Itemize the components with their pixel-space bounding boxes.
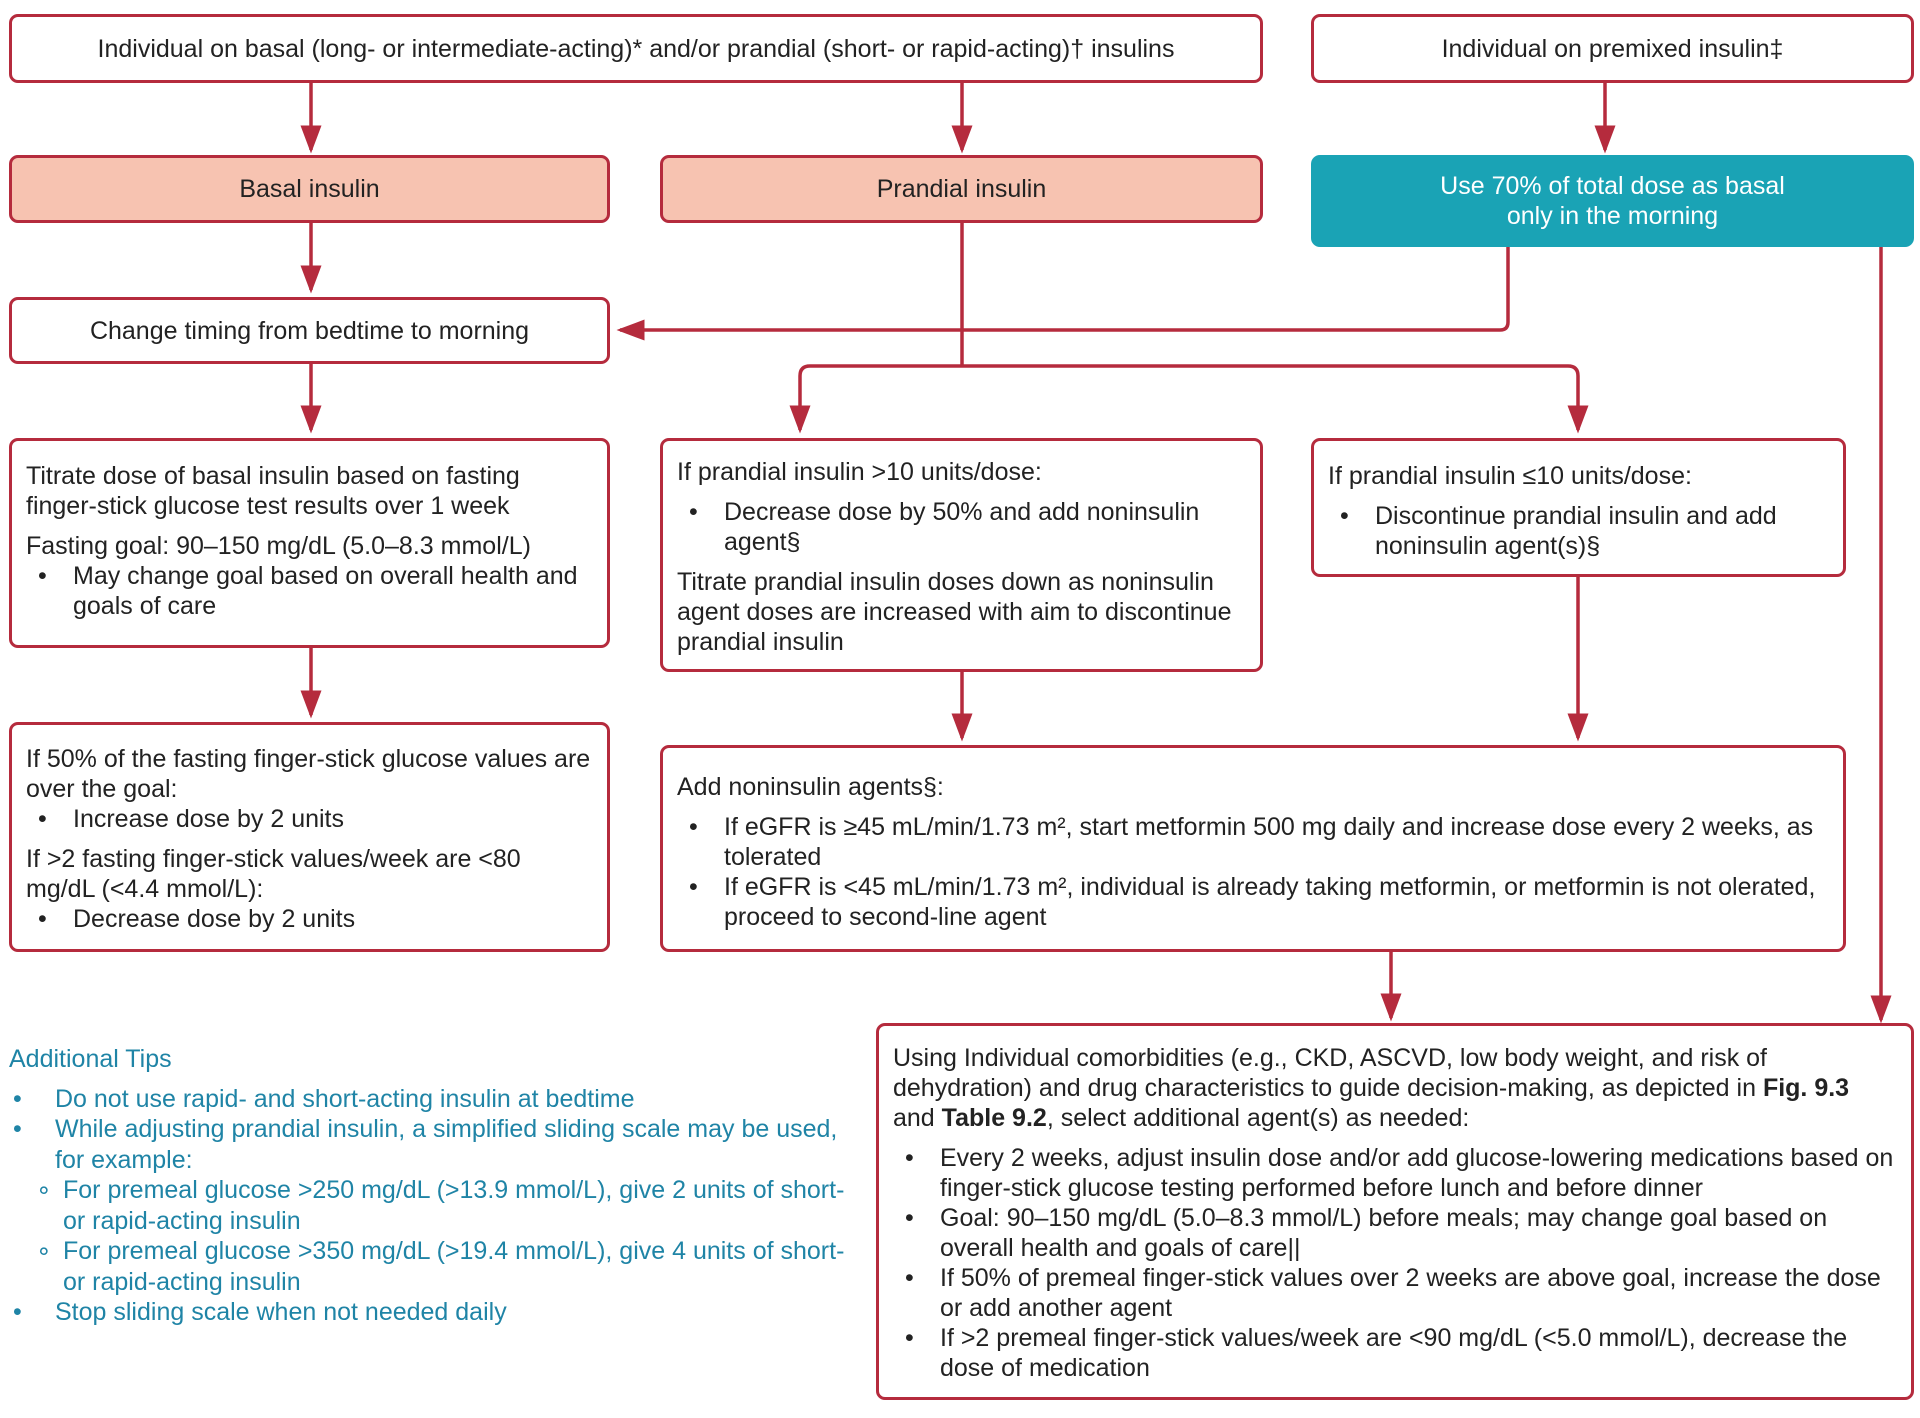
fasting-adjust-list2: Decrease dose by 2 units: [26, 904, 593, 934]
additional-agents-bullet-1: Every 2 weeks, adjust insulin dose and/o…: [893, 1143, 1897, 1203]
fasting-adjust-text1: If 50% of the fasting finger-stick gluco…: [26, 745, 591, 803]
top-right-box: Individual on premixed insulin‡: [1311, 14, 1914, 83]
prandial-insulin-label: Prandial insulin: [876, 175, 1047, 203]
tip-item-2-text: While adjusting prandial insulin, a simp…: [55, 1115, 838, 1174]
tip-item-3-text: Stop sliding scale when not needed daily: [55, 1298, 507, 1326]
prandial-low-bullet: Discontinue prandial insulin and add non…: [1328, 501, 1829, 561]
fasting-adjust-list1: Increase dose by 2 units: [26, 804, 593, 834]
titrate-basal-box: Titrate dose of basal insulin based on f…: [9, 438, 610, 648]
prandial-high-heading: If prandial insulin >10 units/dose:: [677, 458, 1042, 486]
tip-item-2: While adjusting prandial insulin, a simp…: [9, 1114, 849, 1297]
fasting-adjust-box: If 50% of the fasting finger-stick gluco…: [9, 722, 610, 952]
tip-item-3: Stop sliding scale when not needed daily: [9, 1297, 849, 1328]
premixed-step-line1: Use 70% of total dose as basal: [1440, 172, 1785, 200]
titrate-basal-text: Titrate dose of basal insulin based on f…: [26, 462, 520, 520]
additional-tips: Additional Tips Do not use rapid- and sh…: [9, 1044, 849, 1328]
top-left-label: Individual on basal (long- or intermedia…: [97, 34, 1175, 63]
prandial-low-list: Discontinue prandial insulin and add non…: [1328, 501, 1829, 561]
additional-agents-bullet-3: If 50% of premeal finger-stick values ov…: [893, 1263, 1897, 1323]
titrate-basal-bullet: May change goal based on overall health …: [26, 561, 593, 621]
noninsulin-box: Add noninsulin agents§: If eGFR is ≥45 m…: [660, 745, 1846, 952]
basal-insulin-box: Basal insulin: [9, 155, 610, 223]
fasting-adjust-bullet2: Decrease dose by 2 units: [26, 904, 593, 934]
noninsulin-bullet-1: If eGFR is ≥45 mL/min/1.73 m², start met…: [677, 812, 1829, 872]
tip-subitem-1: For premeal glucose >250 mg/dL (>13.9 mm…: [36, 1175, 849, 1236]
tip-subitem-2: For premeal glucose >350 mg/dL (>19.4 mm…: [36, 1236, 849, 1297]
prandial-low-heading: If prandial insulin ≤10 units/dose:: [1328, 462, 1692, 490]
arrow-premixed-to-change-timing: [616, 247, 1510, 341]
prandial-insulin-box: Prandial insulin: [660, 155, 1263, 223]
fasting-goal-text: Fasting goal: 90–150 mg/dL (5.0–8.3 mmol…: [26, 532, 531, 560]
top-left-box: Individual on basal (long- or intermedia…: [9, 14, 1263, 83]
noninsulin-bullet-2: If eGFR is <45 mL/min/1.73 m², individua…: [677, 872, 1829, 932]
noninsulin-heading: Add noninsulin agents§:: [677, 773, 944, 801]
change-timing-box: Change timing from bedtime to morning: [9, 297, 610, 364]
table-reference: Table 9.2: [941, 1104, 1047, 1132]
additional-agents-intro-a: Using Individual comorbidities (e.g., CK…: [893, 1044, 1767, 1102]
fasting-adjust-bullet1: Increase dose by 2 units: [26, 804, 593, 834]
prandial-low-box: If prandial insulin ≤10 units/dose: Disc…: [1311, 438, 1846, 577]
tips-list: Do not use rapid- and short-acting insul…: [9, 1084, 849, 1328]
additional-agents-intro-b: , select additional agent(s) as needed:: [1046, 1104, 1470, 1132]
additional-agents-intro: Using Individual comorbidities (e.g., CK…: [893, 1043, 1897, 1133]
additional-agents-bullet-2: Goal: 90–150 mg/dL (5.0–8.3 mmol/L) befo…: [893, 1203, 1897, 1263]
tip-item-1: Do not use rapid- and short-acting insul…: [9, 1084, 849, 1115]
premixed-step-line2: only in the morning: [1506, 202, 1719, 230]
noninsulin-list: If eGFR is ≥45 mL/min/1.73 m², start met…: [677, 812, 1829, 932]
arrow-prandial-to-high: [789, 364, 962, 434]
titrate-basal-list: May change goal based on overall health …: [26, 561, 593, 621]
tip-sublist: For premeal glucose >250 mg/dL (>13.9 mm…: [36, 1175, 849, 1297]
additional-agents-box: Using Individual comorbidities (e.g., CK…: [876, 1023, 1914, 1400]
fig-reference: Fig. 9.3: [1762, 1074, 1850, 1102]
arrow-prandial-to-low: [962, 364, 1589, 434]
basal-insulin-label: Basal insulin: [239, 175, 380, 203]
premixed-step-box: Use 70% of total dose as basal only in t…: [1311, 155, 1914, 247]
additional-agents-and: and: [893, 1104, 942, 1132]
change-timing-label: Change timing from bedtime to morning: [89, 316, 530, 345]
tips-title: Additional Tips: [9, 1045, 172, 1073]
prandial-high-bullet: Decrease dose by 50% and add noninsulin …: [677, 497, 1246, 557]
fasting-adjust-text2: If >2 fasting finger-stick values/week a…: [26, 845, 521, 903]
prandial-high-box: If prandial insulin >10 units/dose: Decr…: [660, 438, 1263, 672]
prandial-high-list: Decrease dose by 50% and add noninsulin …: [677, 497, 1246, 557]
additional-agents-list: Every 2 weeks, adjust insulin dose and/o…: [893, 1143, 1897, 1383]
prandial-high-text: Titrate prandial insulin doses down as n…: [677, 568, 1232, 656]
tip-item-1-text: Do not use rapid- and short-acting insul…: [55, 1084, 635, 1113]
top-right-label: Individual on premixed insulin‡: [1441, 34, 1784, 63]
additional-agents-bullet-4: If >2 premeal finger-stick values/week a…: [893, 1323, 1897, 1383]
